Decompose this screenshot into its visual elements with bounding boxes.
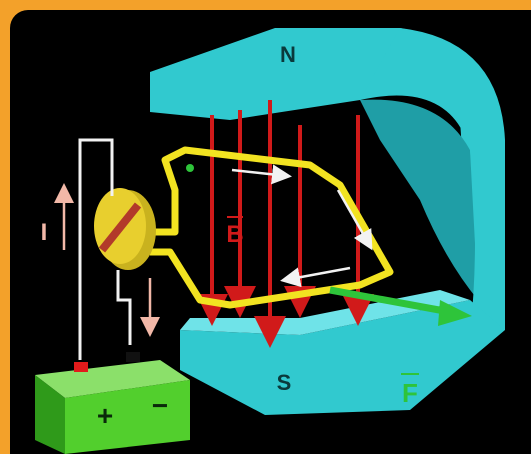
wire-left: [78, 138, 114, 360]
current-loop: [150, 146, 394, 309]
field-label: B: [226, 221, 243, 248]
battery: [35, 352, 190, 454]
force-arrow: [329, 286, 472, 326]
south-pole-label: S: [277, 370, 292, 395]
force-label: F: [402, 378, 418, 408]
horseshoe-magnet: [150, 28, 505, 415]
motor-diagram: N S I B F + −: [35, 28, 505, 454]
north-pole-label: N: [280, 42, 296, 67]
commutator: [94, 188, 156, 270]
wires: [78, 138, 132, 360]
battery-negative-terminal: [126, 352, 140, 362]
battery-plus-label: +: [97, 400, 113, 431]
loop-arrow-right: [336, 189, 373, 251]
battery-positive-terminal: [74, 362, 88, 372]
magnet-outer-curve: [360, 28, 505, 335]
wire-right: [116, 270, 132, 345]
loop-arrow-bottom: [280, 266, 351, 288]
magnet-bottom-arm: [180, 300, 505, 415]
magnet-inner-shade: [360, 99, 478, 300]
diagram-panel: N S I B F + −: [10, 10, 531, 454]
battery-minus-label: −: [152, 390, 168, 421]
magnet-top-arm: [150, 28, 495, 300]
loop-arrow-top: [231, 164, 292, 185]
current-label: I: [41, 219, 48, 246]
loop-corner-marker: [186, 164, 194, 172]
